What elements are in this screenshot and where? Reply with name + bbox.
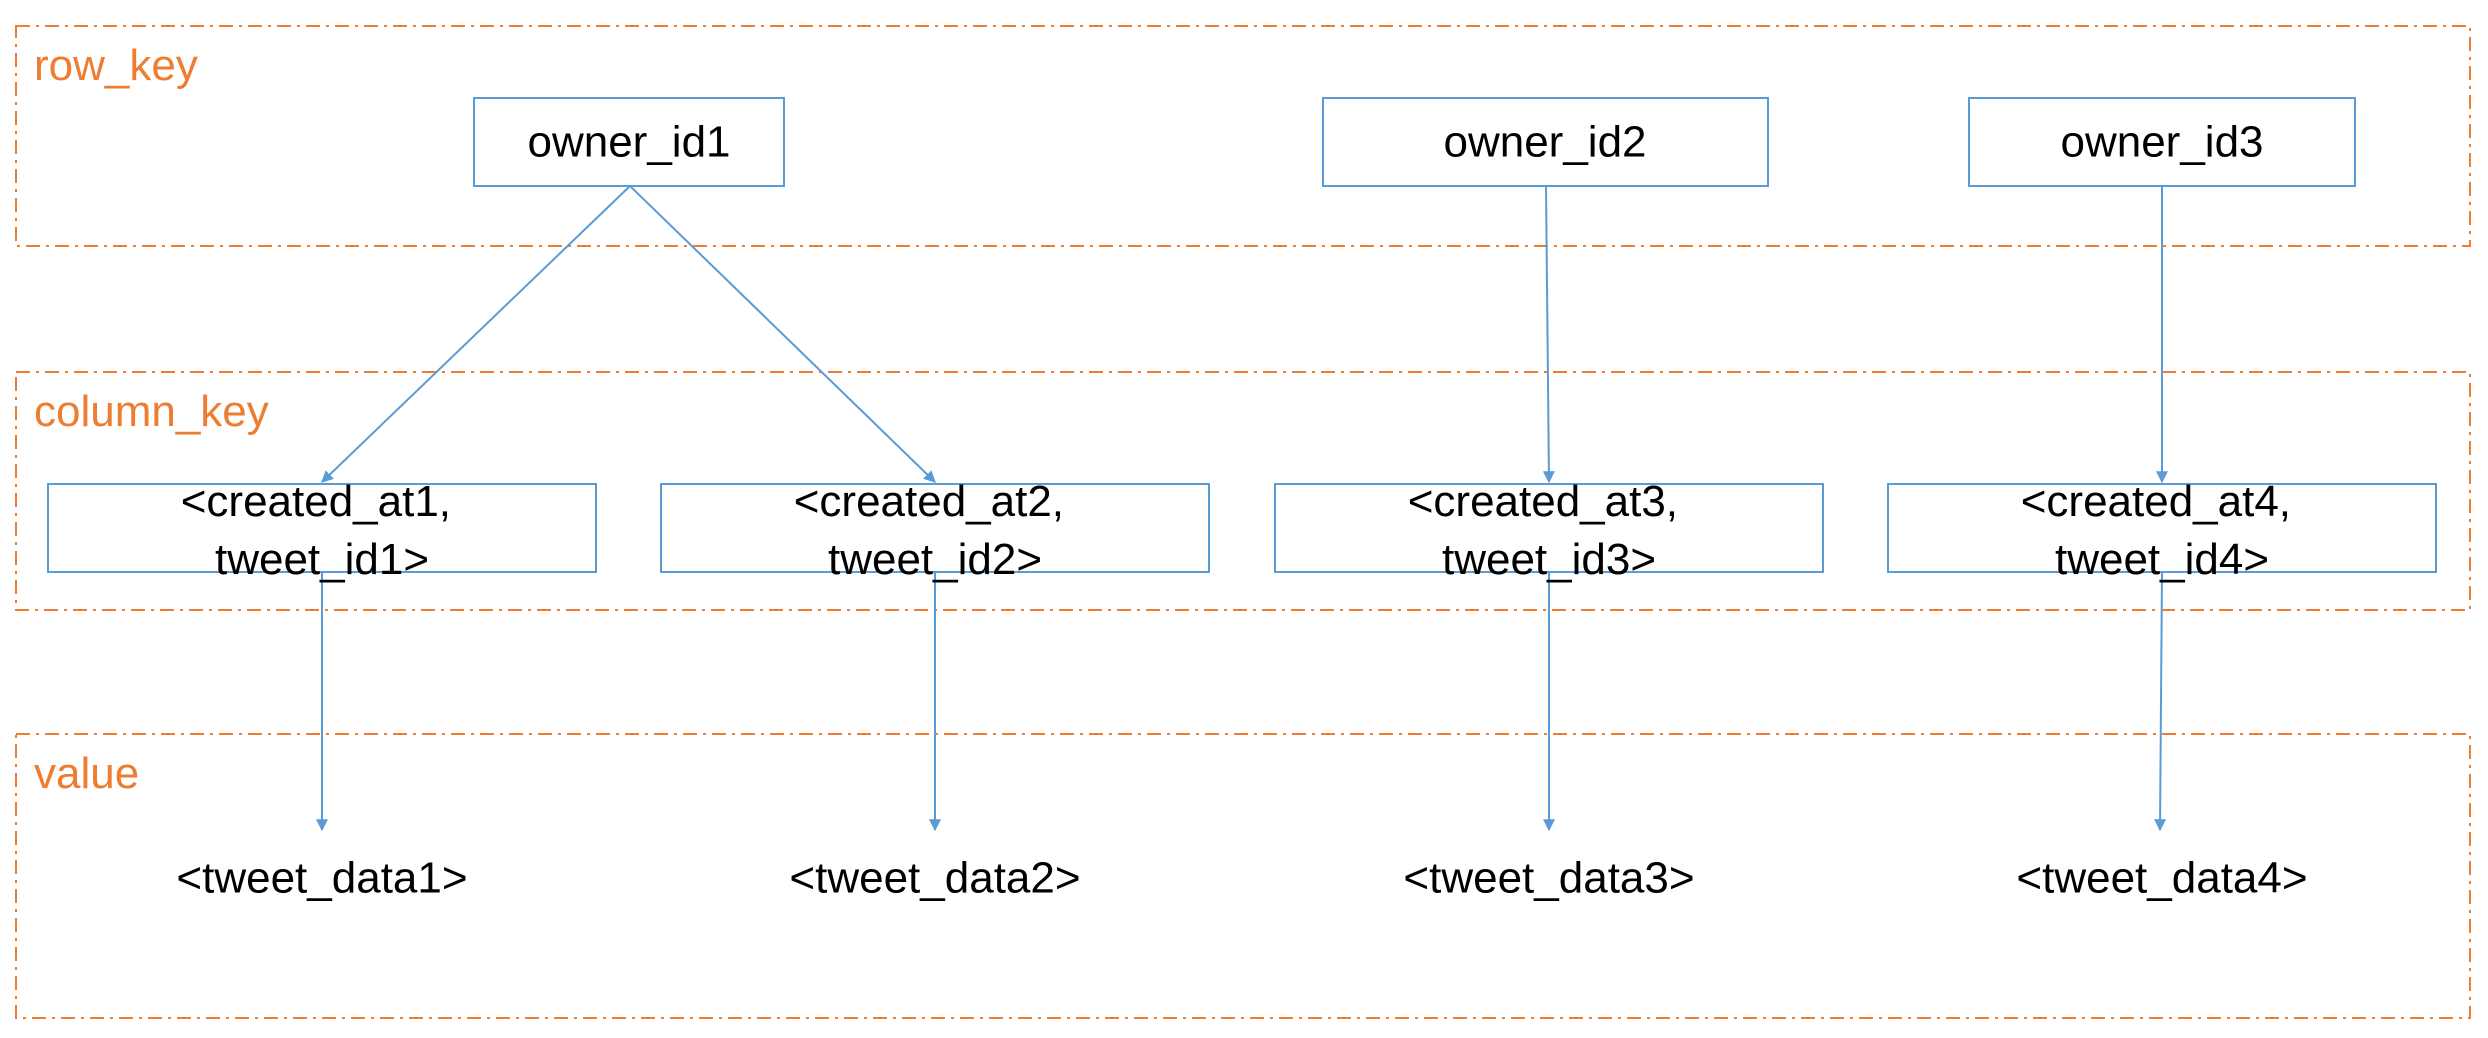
row-key-node: owner_id3 <box>1968 97 2356 187</box>
row-key-region <box>15 25 2471 247</box>
row-key-node-label: owner_id2 <box>1443 118 1646 167</box>
column-key-region-label: column_key <box>34 387 269 436</box>
row-key-node-label: owner_id1 <box>527 118 730 167</box>
row-key-node: owner_id1 <box>473 97 785 187</box>
edge-owner2-to-col3 <box>1542 185 1555 484</box>
edge-col4-to-value4 <box>2154 571 2167 832</box>
column-key-node: <created_at2, tweet_id2> <box>660 477 1210 584</box>
column-key-line-2: tweet_id2> <box>828 535 1042 584</box>
column-key-node-label: <created_at1, tweet_id1> <box>181 477 464 584</box>
column-key-line-1: <created_at3, <box>1408 477 1678 526</box>
column-key-node-label: <created_at4, tweet_id4> <box>2021 477 2304 584</box>
row-key-region-label: row_key <box>34 41 198 90</box>
value-node-label: <tweet_data1> <box>176 854 467 903</box>
column-key-node: <created_at3, tweet_id3> <box>1274 477 1824 584</box>
column-key-node: <created_at4, tweet_id4> <box>1887 477 2437 584</box>
column-key-line-2: tweet_id3> <box>1442 535 1656 584</box>
column-key-region <box>15 371 2471 611</box>
column-key-line-1: <created_at2, <box>794 477 1064 526</box>
column-key-line-1: <created_at4, <box>2021 477 2291 526</box>
row-key-node: owner_id2 <box>1322 97 1769 187</box>
column-key-node-label: <created_at2, tweet_id2> <box>794 477 1077 584</box>
column-key-line-2: tweet_id4> <box>2055 535 2269 584</box>
value-region <box>15 733 2471 1019</box>
column-key-line-1: <created_at1, <box>181 477 451 526</box>
value-region-label: value <box>34 749 139 798</box>
edges <box>316 185 2168 832</box>
edge-owner1-to-col2 <box>629 185 936 483</box>
value-node-label: <tweet_data2> <box>789 854 1080 903</box>
column-key-node: <created_at1, tweet_id1> <box>47 477 597 584</box>
edge-owner1-to-col1 <box>321 185 631 483</box>
value-node-label: <tweet_data3> <box>1403 854 1694 903</box>
value-node-label: <tweet_data4> <box>2016 854 2307 903</box>
column-key-line-2: tweet_id1> <box>215 535 429 584</box>
column-key-node-label: <created_at3, tweet_id3> <box>1408 477 1691 584</box>
row-key-node-label: owner_id3 <box>2060 118 2263 167</box>
